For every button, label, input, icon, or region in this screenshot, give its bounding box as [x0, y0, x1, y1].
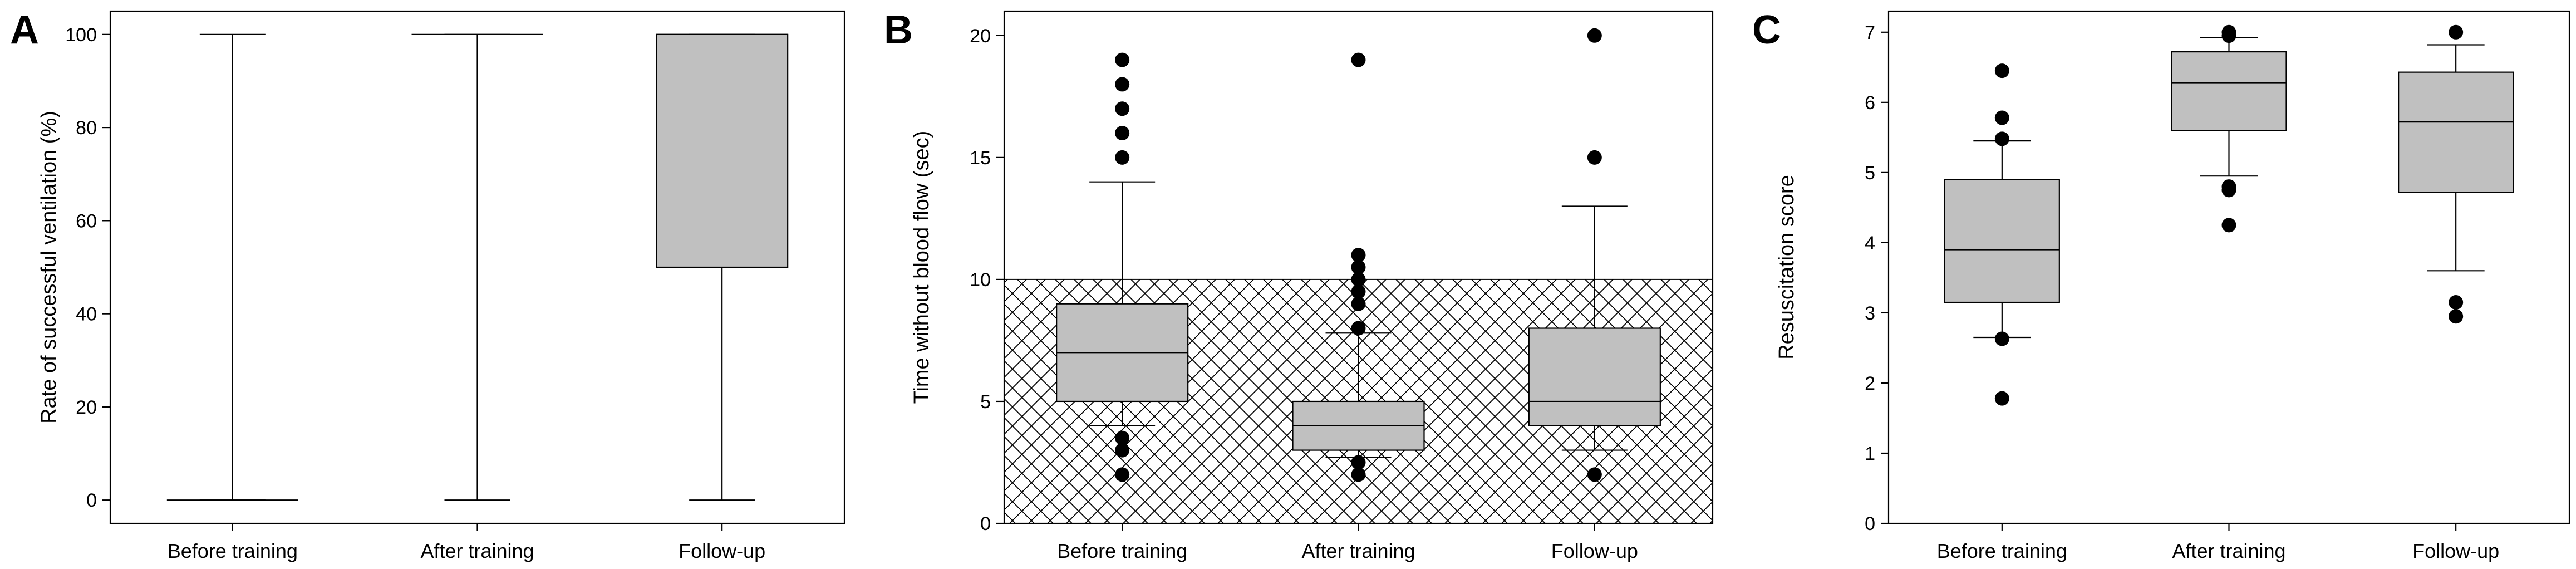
box-iqr	[2398, 71, 2514, 193]
x-category-label: Before training	[1937, 539, 2067, 562]
box-2	[411, 33, 543, 501]
y-tick-label: 20	[76, 397, 97, 418]
outlier-point	[2449, 309, 2464, 324]
outlier-point	[1115, 126, 1130, 141]
box-3	[2398, 24, 2514, 324]
x-category-label: After training	[420, 539, 534, 562]
outlier-point	[1587, 150, 1602, 165]
outlier-point	[1351, 455, 1366, 470]
y-tick-label: 3	[1865, 303, 1875, 324]
y-tick-label: 5	[980, 391, 991, 413]
outlier-point	[1994, 63, 2009, 79]
y-tick-label: 1	[1865, 443, 1875, 464]
outlier-point	[1115, 150, 1130, 165]
y-axis-title: Rate of successful ventilation (%)	[37, 111, 61, 424]
outlier-point	[1994, 131, 2009, 146]
outlier-point	[1351, 467, 1366, 482]
outlier-point	[1587, 28, 1602, 43]
outlier-point	[1351, 296, 1366, 311]
box-iqr	[656, 33, 789, 268]
y-tick-label: 6	[1865, 92, 1875, 114]
y-tick-label: 40	[76, 304, 97, 325]
x-category-label: After training	[2172, 539, 2285, 562]
panel-letter: C	[1752, 8, 1781, 52]
outlier-point	[1351, 52, 1366, 67]
y-tick-label: 2	[1865, 373, 1875, 394]
box-2	[1292, 52, 1425, 482]
box-3	[1528, 28, 1661, 482]
panel-letter: B	[884, 8, 913, 52]
outlier-point	[1115, 52, 1130, 67]
outlier-point	[1115, 101, 1130, 116]
outlier-point	[1115, 443, 1130, 458]
box-1	[166, 33, 298, 501]
y-tick-label: 10	[970, 269, 991, 291]
y-tick-label: 0	[1865, 513, 1875, 534]
outlier-point	[1115, 467, 1130, 482]
box-3	[656, 33, 789, 501]
outlier-point	[2221, 183, 2236, 198]
x-category-label: Follow-up	[679, 539, 765, 562]
outlier-point	[1351, 260, 1366, 274]
outlier-point	[1994, 331, 2009, 346]
x-category-label: Before training	[168, 539, 298, 562]
y-tick-label: 100	[65, 24, 97, 46]
outlier-point	[1115, 77, 1130, 92]
outlier-point	[2221, 218, 2236, 233]
panel-letter: A	[10, 8, 39, 52]
outlier-point	[1351, 284, 1366, 299]
y-tick-label: 80	[76, 117, 97, 139]
y-tick-label: 0	[980, 513, 991, 534]
y-tick-label: 5	[1865, 163, 1875, 184]
outlier-point	[1587, 467, 1602, 482]
y-tick-label: 60	[76, 210, 97, 232]
y-tick-label: 7	[1865, 22, 1875, 43]
outlier-point	[2221, 28, 2236, 43]
outlier-point	[1351, 248, 1366, 263]
x-category-label: Follow-up	[1551, 539, 1638, 562]
box-1	[1944, 63, 2060, 406]
box-1	[1056, 52, 1189, 482]
x-category-label: Before training	[1057, 539, 1187, 562]
y-tick-label: 15	[970, 148, 991, 169]
y-tick-label: 4	[1865, 233, 1875, 254]
outlier-point	[1115, 430, 1130, 445]
y-tick-label: 20	[970, 26, 991, 47]
x-category-label: Follow-up	[2412, 539, 2499, 562]
outlier-point	[1994, 110, 2009, 125]
y-tick-label: 0	[86, 490, 97, 511]
box-iqr	[2171, 51, 2287, 131]
outlier-point	[1994, 391, 2009, 406]
outlier-point	[2449, 295, 2464, 310]
outlier-point	[1351, 272, 1366, 287]
box-iqr	[1528, 327, 1661, 426]
outlier-point	[2449, 24, 2464, 40]
y-axis-title: Resuscitation score	[1775, 175, 1798, 360]
box-2	[2171, 24, 2287, 233]
box-iqr	[1944, 179, 2060, 303]
outlier-point	[1351, 321, 1366, 336]
x-category-label: After training	[1301, 539, 1415, 562]
y-axis-title: Time without blood flow (sec)	[910, 131, 933, 404]
